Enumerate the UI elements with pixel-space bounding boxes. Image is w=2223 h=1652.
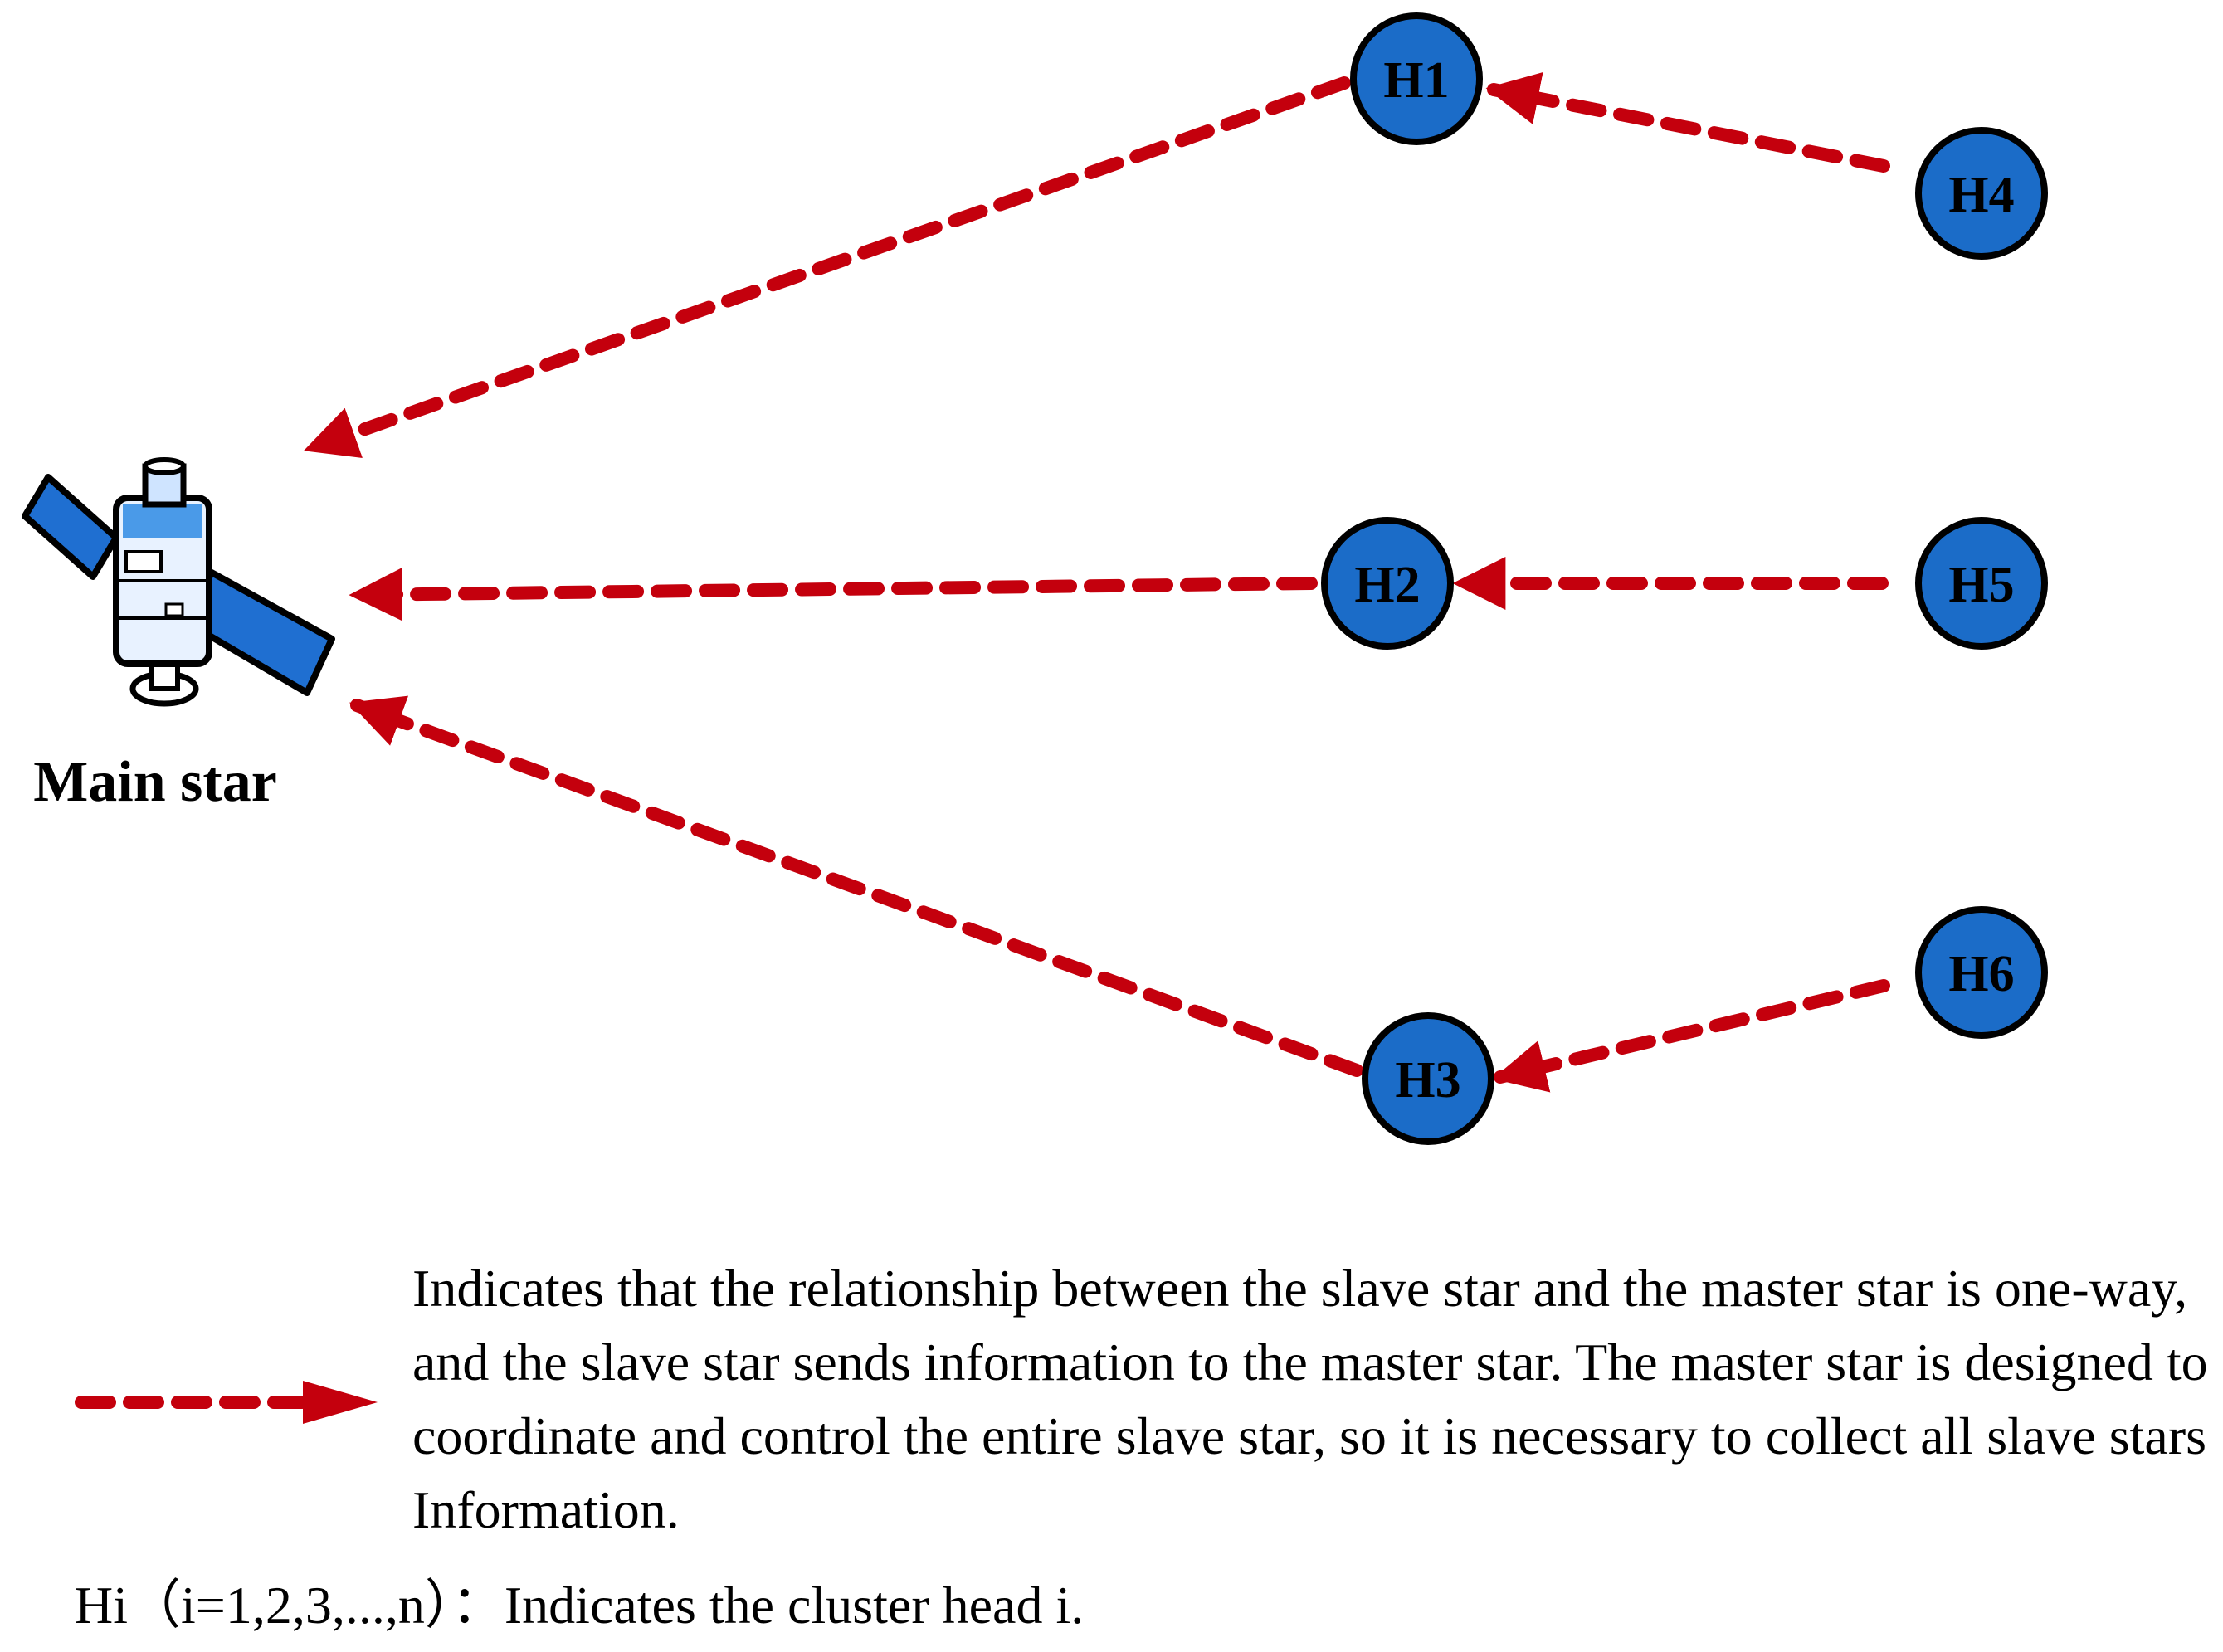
node-h2-label: H2 (1354, 557, 1420, 613)
edge-h4-h1 (1485, 72, 1890, 173)
node-h5-label: H5 (1948, 557, 2014, 613)
legend-arrow-description: Indicates that the relationship between … (412, 1259, 2208, 1539)
satellite-caption: Main star (33, 750, 277, 814)
node-h1-label: H1 (1383, 52, 1449, 109)
node-h4-label: H4 (1948, 167, 2014, 223)
nodes: H1 H2 H3 H4 H5 H6 (1321, 12, 2048, 1145)
legend-arrow (75, 1381, 378, 1424)
legend-cluster-description: Hi（i=1,2,3,...,n）：Indicates the cluster … (75, 1576, 1085, 1635)
edge-h1-main (303, 76, 1351, 459)
satellite-icon: Main star (22, 457, 335, 814)
edges (303, 72, 1890, 1093)
node-h6-label: H6 (1948, 946, 2014, 1002)
node-h1: H1 (1350, 12, 1483, 145)
node-h5: H5 (1915, 517, 2048, 650)
edge-h6-h3 (1492, 979, 1890, 1093)
edge-h2-main (349, 568, 1318, 621)
node-h2: H2 (1321, 517, 1454, 650)
node-h4: H4 (1915, 127, 2048, 260)
node-h3-label: H3 (1395, 1052, 1460, 1109)
node-h6: H6 (1915, 906, 2048, 1039)
node-h3: H3 (1362, 1012, 1494, 1145)
edge-h3-main (349, 695, 1363, 1077)
